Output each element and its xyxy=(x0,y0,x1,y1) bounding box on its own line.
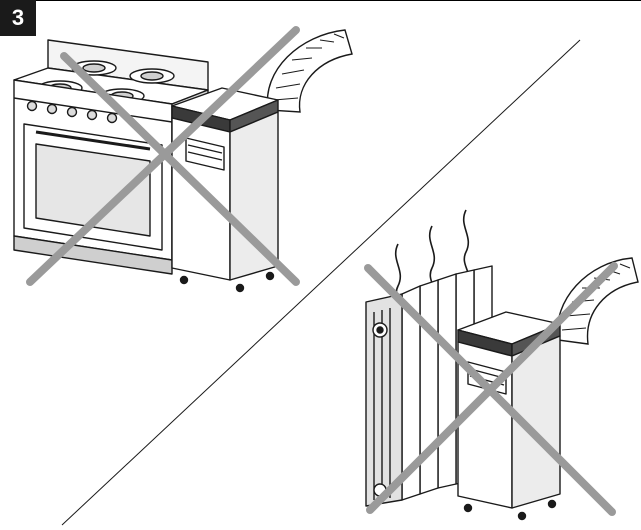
step-number-badge: 3 xyxy=(0,0,36,36)
portable-air-conditioner-icon xyxy=(171,87,279,293)
exhaust-hose-icon xyxy=(556,257,639,345)
exhaust-hose-icon xyxy=(266,29,353,113)
panel-divider xyxy=(61,39,581,526)
top-rule xyxy=(0,0,641,1)
portable-air-conditioner-icon xyxy=(457,311,561,521)
cross-icon xyxy=(26,26,300,286)
cross-icon xyxy=(364,262,618,516)
